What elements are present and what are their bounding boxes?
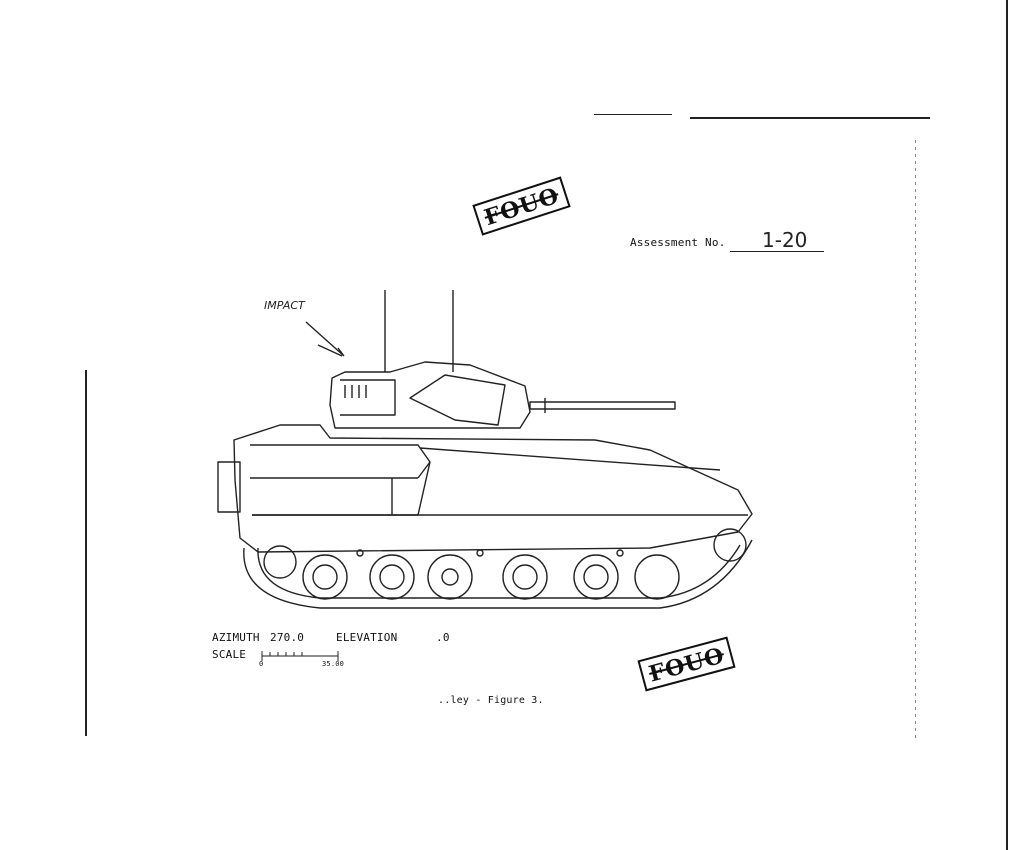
elevation-value: .0 <box>436 631 450 644</box>
assessment-label: Assessment No. <box>630 236 726 249</box>
scale-min: 0 <box>259 660 264 668</box>
right-dotted-edge <box>915 140 916 740</box>
right-edge-line <box>1006 0 1008 850</box>
scale-max: 35.00 <box>322 660 345 668</box>
scale-bar <box>261 651 339 661</box>
top-right-line-2 <box>690 117 930 119</box>
left-margin-line <box>85 370 87 736</box>
top-right-line-1 <box>594 114 672 115</box>
azimuth-value: 270.0 <box>270 631 305 644</box>
assessment-underline <box>730 251 824 252</box>
impact-annotation: IMPACT <box>264 299 305 312</box>
assessment-number: 1-20 <box>762 228 808 252</box>
scale-label: SCALE <box>212 648 247 661</box>
azimuth-label: AZIMUTH <box>212 631 260 644</box>
figure-caption: ..ley - Figure 3. <box>438 695 544 706</box>
elevation-label: ELEVATION <box>336 631 398 644</box>
